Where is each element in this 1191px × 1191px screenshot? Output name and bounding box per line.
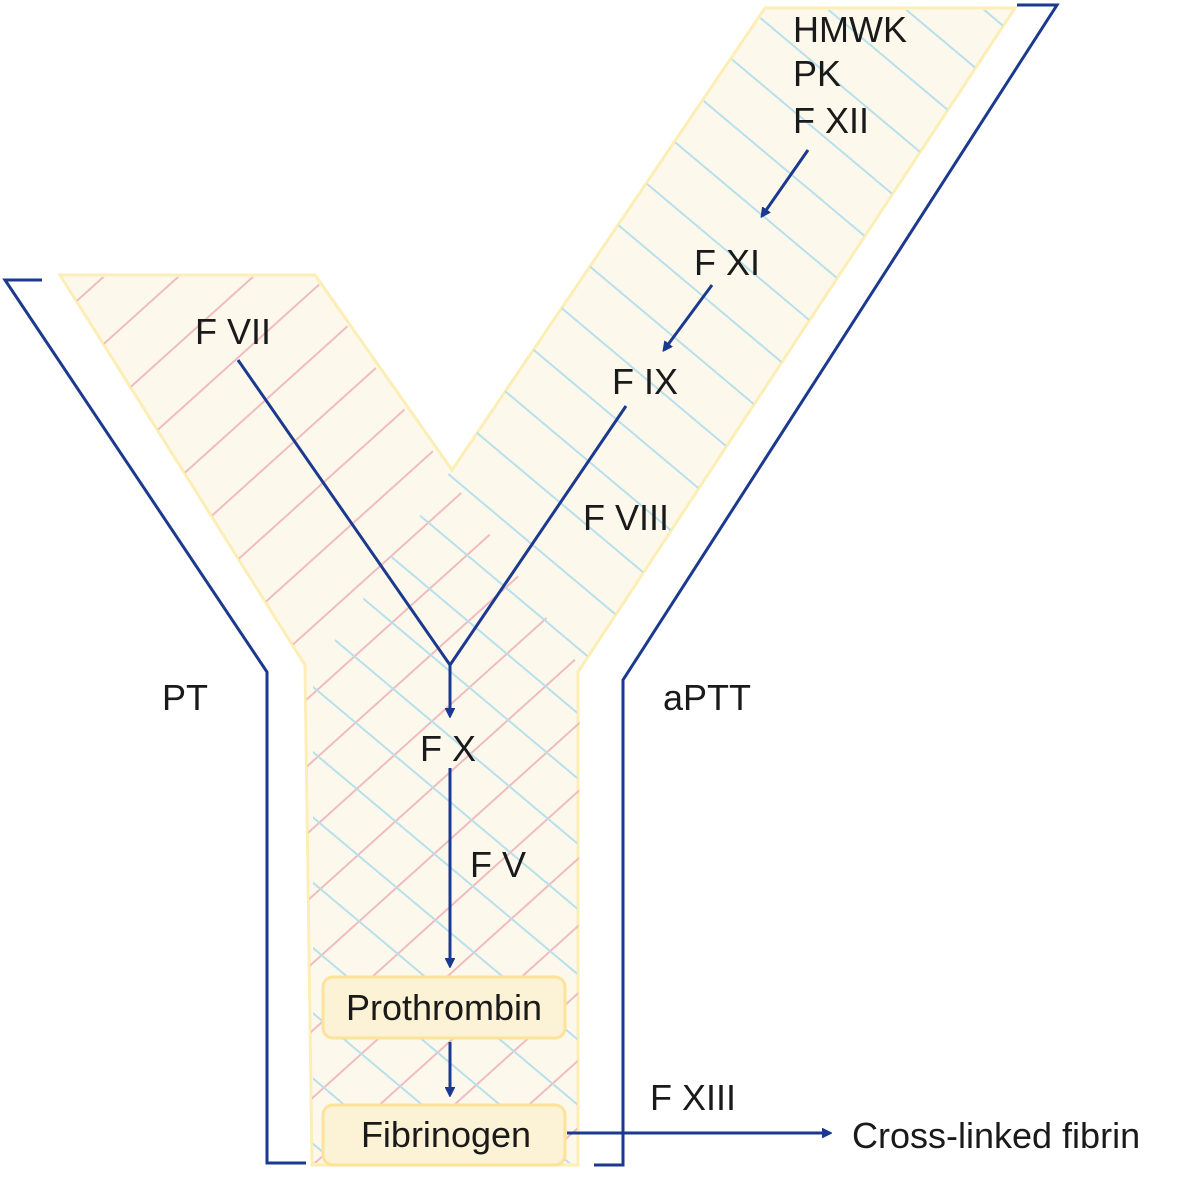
label-fv: F V bbox=[470, 844, 526, 885]
line-fvii-to-junction bbox=[236, 359, 452, 666]
fibrinogen-box bbox=[321, 1103, 567, 1167]
label-hmwk: HMWK bbox=[793, 9, 907, 50]
label-cross-linked-fibrin: Cross-linked fibrin bbox=[852, 1115, 1140, 1156]
label-fx: F X bbox=[420, 728, 476, 769]
label-pt: PT bbox=[162, 677, 208, 718]
aptt-bracket bbox=[594, 3, 1060, 1167]
intrinsic-pathway-hatch bbox=[313, 10, 1013, 1163]
arrow-fxi-to-fix bbox=[664, 284, 714, 350]
label-fibrinogen: Fibrinogen bbox=[361, 1114, 531, 1155]
label-fxiii: F XIII bbox=[650, 1077, 736, 1118]
pt-bracket bbox=[2, 278, 306, 1165]
label-prothrombin: Prothrombin bbox=[346, 987, 542, 1028]
label-fxii: F XII bbox=[793, 100, 869, 141]
line-fix-to-junction bbox=[448, 405, 628, 666]
label-pk: PK bbox=[793, 53, 841, 94]
label-fxi: F XI bbox=[694, 242, 760, 283]
label-fviii: F VIII bbox=[583, 497, 669, 538]
prothrombin-box bbox=[321, 975, 567, 1040]
label-aptt: aPTT bbox=[663, 677, 751, 718]
label-fix: F IX bbox=[612, 361, 678, 402]
label-fvii: F VII bbox=[195, 311, 271, 352]
arrow-fxii-to-fxi bbox=[762, 149, 810, 216]
